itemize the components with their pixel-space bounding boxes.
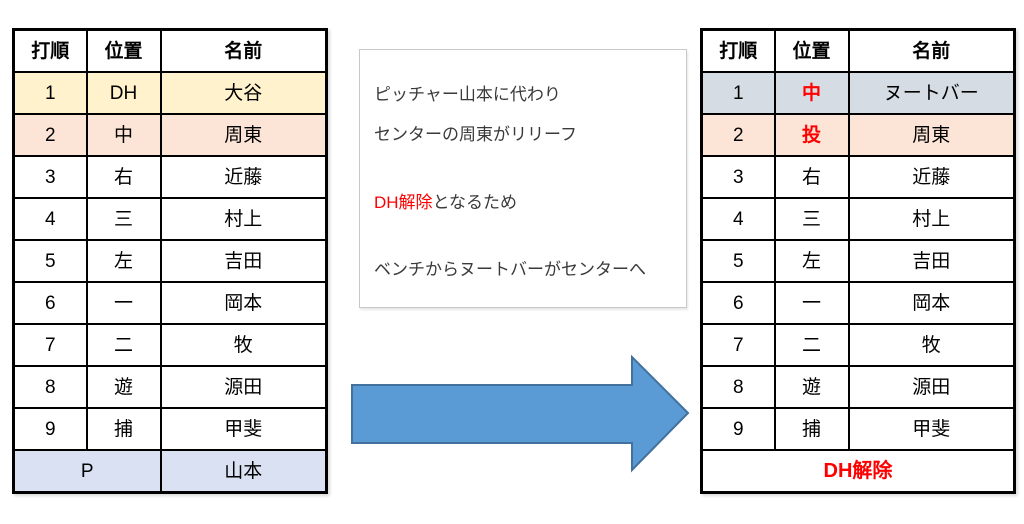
player-name-cell: ヌートバー bbox=[847, 71, 1016, 115]
player-name-cell: 周東 bbox=[847, 113, 1016, 157]
note-line-2: センターの周東がリリーフ bbox=[374, 125, 577, 144]
table-row: 3 右 近藤 bbox=[12, 155, 328, 199]
position-cell: 二 bbox=[85, 323, 162, 367]
position-cell: 捕 bbox=[773, 407, 850, 451]
lineup-table-after: 打順 位置 名前 1 中 ヌートバー 2 投 周東 3 右 近藤 4 bbox=[700, 28, 1016, 494]
table-row: 4 三 村上 bbox=[700, 197, 1016, 241]
position-cell: 左 bbox=[85, 239, 162, 283]
header-position: 位置 bbox=[773, 28, 850, 73]
header-player-name: 名前 bbox=[159, 28, 328, 73]
position-cell: 左 bbox=[773, 239, 850, 283]
player-name-cell: 近藤 bbox=[847, 155, 1016, 199]
position-cell: 中 bbox=[773, 71, 850, 115]
player-name-cell: 岡本 bbox=[847, 281, 1016, 325]
table-row: 8 遊 源田 bbox=[700, 365, 1016, 409]
position-cell: 二 bbox=[773, 323, 850, 367]
table-row: 2 投 周東 bbox=[700, 113, 1016, 157]
note-line-3-highlight: DH解除 bbox=[374, 193, 433, 212]
player-name-cell: 吉田 bbox=[159, 239, 328, 283]
table-row: 9 捕 甲斐 bbox=[700, 407, 1016, 451]
pitcher-row: P 山本 bbox=[12, 449, 328, 494]
table-row: 6 一 岡本 bbox=[12, 281, 328, 325]
player-name-cell: 村上 bbox=[159, 197, 328, 241]
batting-order-cell: 5 bbox=[700, 239, 776, 283]
header-row: 打順 位置 名前 bbox=[700, 28, 1016, 73]
player-name-cell: 源田 bbox=[847, 365, 1016, 409]
position-cell: 右 bbox=[773, 155, 850, 199]
table-row: 6 一 岡本 bbox=[700, 281, 1016, 325]
position-cell: 一 bbox=[773, 281, 850, 325]
player-name-cell: 源田 bbox=[159, 365, 328, 409]
header-batting-order: 打順 bbox=[700, 28, 776, 73]
batting-order-cell: 2 bbox=[12, 113, 88, 157]
table-row: 4 三 村上 bbox=[12, 197, 328, 241]
header-position: 位置 bbox=[85, 28, 162, 73]
position-cell: 遊 bbox=[85, 365, 162, 409]
position-cell: 捕 bbox=[85, 407, 162, 451]
player-name-cell: 甲斐 bbox=[159, 407, 328, 451]
table-row: 1 DH 大谷 bbox=[12, 71, 328, 115]
header-row: 打順 位置 名前 bbox=[12, 28, 328, 73]
player-name-cell: 牧 bbox=[847, 323, 1016, 367]
position-cell: 三 bbox=[773, 197, 850, 241]
table-row: 3 右 近藤 bbox=[700, 155, 1016, 199]
header-batting-order: 打順 bbox=[12, 28, 88, 73]
batting-order-cell: 3 bbox=[12, 155, 88, 199]
lineup-table-before: 打順 位置 名前 1 DH 大谷 2 中 周東 3 右 近藤 4 bbox=[12, 28, 328, 494]
table-row: 7 二 牧 bbox=[700, 323, 1016, 367]
player-name-cell: 甲斐 bbox=[847, 407, 1016, 451]
pitcher-label-cell: P bbox=[12, 449, 162, 494]
note-line-3: DH解除となるため bbox=[374, 194, 517, 211]
batting-order-cell: 8 bbox=[700, 365, 776, 409]
batting-order-cell: 9 bbox=[700, 407, 776, 451]
position-cell: 遊 bbox=[773, 365, 850, 409]
table-row: 8 遊 源田 bbox=[12, 365, 328, 409]
table-row: 1 中 ヌートバー bbox=[700, 71, 1016, 115]
note-line-3-rest: となるため bbox=[432, 193, 518, 212]
batting-order-cell: 3 bbox=[700, 155, 776, 199]
batting-order-cell: 5 bbox=[12, 239, 88, 283]
table-row: 2 中 周東 bbox=[12, 113, 328, 157]
batting-order-cell: 8 bbox=[12, 365, 88, 409]
position-cell: 一 bbox=[85, 281, 162, 325]
note-box: ピッチャー山本に代わり センターの周東がリリーフ DH解除となるため ベンチから… bbox=[359, 49, 687, 308]
position-cell: 三 bbox=[85, 197, 162, 241]
position-cell: 中 bbox=[85, 113, 162, 157]
player-name-cell: 近藤 bbox=[159, 155, 328, 199]
player-name-cell: 村上 bbox=[847, 197, 1016, 241]
position-cell: 投 bbox=[773, 113, 850, 157]
player-name-cell: 山本 bbox=[159, 449, 328, 494]
dh-release-cell: DH解除 bbox=[700, 449, 1016, 494]
note-line-1: ピッチャー山本に代わり bbox=[374, 85, 561, 104]
dh-release-row: DH解除 bbox=[700, 449, 1016, 494]
player-name-cell: 大谷 bbox=[159, 71, 328, 115]
batting-order-cell: 2 bbox=[700, 113, 776, 157]
table-row: 5 左 吉田 bbox=[700, 239, 1016, 283]
table-row: 9 捕 甲斐 bbox=[12, 407, 328, 451]
batting-order-cell: 1 bbox=[12, 71, 88, 115]
batting-order-cell: 7 bbox=[700, 323, 776, 367]
note-line-4: ベンチからヌートバーがセンターへ bbox=[374, 260, 646, 279]
batting-order-cell: 6 bbox=[12, 281, 88, 325]
table-row: 7 二 牧 bbox=[12, 323, 328, 367]
player-name-cell: 岡本 bbox=[159, 281, 328, 325]
position-cell: 右 bbox=[85, 155, 162, 199]
batting-order-cell: 4 bbox=[12, 197, 88, 241]
right-arrow-icon bbox=[351, 355, 690, 473]
table-row: 5 左 吉田 bbox=[12, 239, 328, 283]
player-name-cell: 吉田 bbox=[847, 239, 1016, 283]
player-name-cell: 牧 bbox=[159, 323, 328, 367]
header-player-name: 名前 bbox=[847, 28, 1016, 73]
batting-order-cell: 1 bbox=[700, 71, 776, 115]
batting-order-cell: 9 bbox=[12, 407, 88, 451]
position-cell: DH bbox=[85, 71, 162, 115]
batting-order-cell: 7 bbox=[12, 323, 88, 367]
batting-order-cell: 4 bbox=[700, 197, 776, 241]
batting-order-cell: 6 bbox=[700, 281, 776, 325]
player-name-cell: 周東 bbox=[159, 113, 328, 157]
